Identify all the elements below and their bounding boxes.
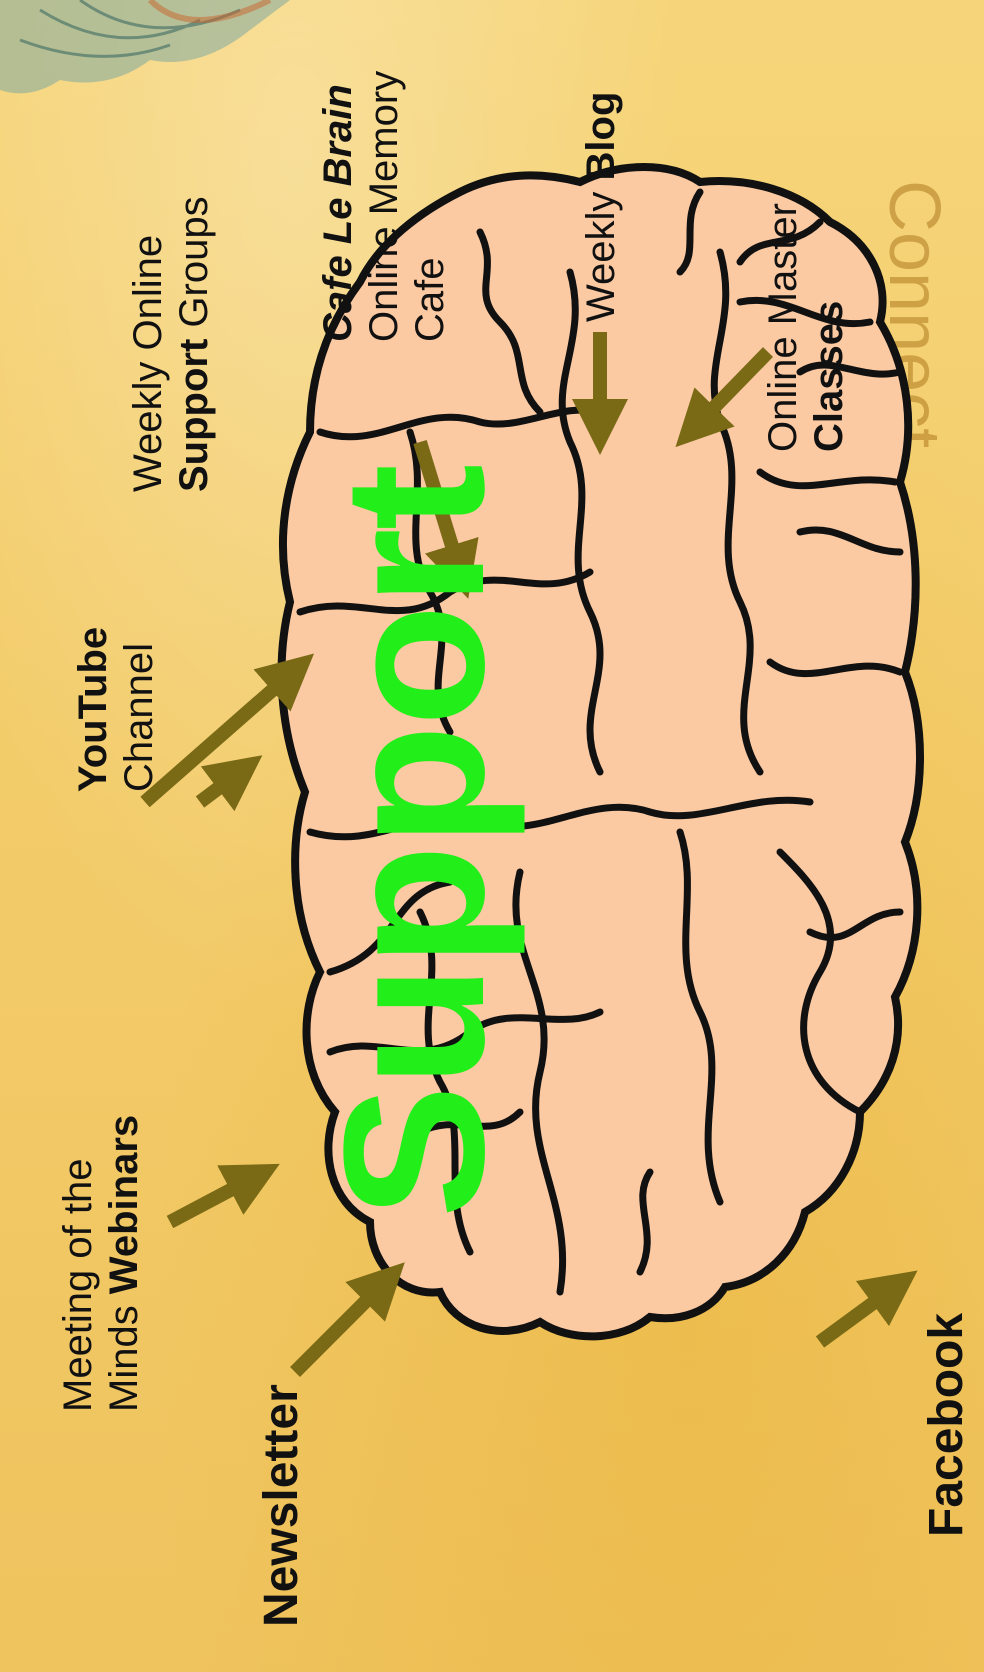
label-facebook: Facebook (920, 1313, 974, 1537)
label-master-classes: Online Master Classes (760, 203, 852, 452)
label-youtube-channel: YouTube Channel (70, 627, 162, 792)
arrow-youtube (200, 772, 240, 802)
label-weekly-blog: Weekly Blog (578, 92, 624, 322)
label-cafe-le-brain: Cafe Le Brain Online Memory Cafe (315, 71, 453, 342)
label-newsletter: Newsletter (255, 1384, 309, 1627)
arrow-newsletter (295, 1282, 385, 1372)
label-support-groups: Weekly Online Support Groups (125, 196, 217, 492)
arrow-facebook (820, 1287, 895, 1342)
arrow-webinars (170, 1177, 255, 1222)
label-webinars: Meeting of the Minds Webinars (55, 1115, 147, 1412)
support-center-label: Support (315, 412, 515, 1272)
